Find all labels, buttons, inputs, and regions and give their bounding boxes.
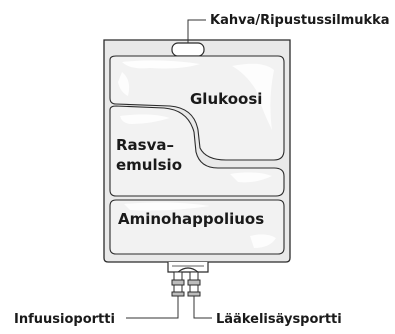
handle-label: Kahva/Ripustussilmukka (210, 13, 390, 28)
amino-acid-chamber (109, 199, 285, 255)
ports (167, 262, 209, 297)
infusion-port (171, 271, 185, 297)
infusion-port-leader (126, 296, 179, 319)
additive-port-label: Lääkelisäysportti (216, 312, 342, 327)
handle-leader (187, 19, 206, 43)
lipid-label-line1: Rasva– (116, 136, 174, 154)
port-manifold (167, 262, 209, 273)
lipid-label-line2: emulsio (116, 156, 182, 174)
hanger-handle (171, 42, 205, 57)
infusion-port-label: Infuusioportti (14, 312, 115, 327)
infusion-bag (103, 39, 291, 263)
glucose-chamber (109, 55, 285, 161)
additive-port-leader (193, 296, 212, 319)
glucose-label: Glukoosi (190, 90, 262, 108)
amino-label: Aminohappoliuos (118, 210, 264, 228)
additive-port (187, 271, 201, 297)
